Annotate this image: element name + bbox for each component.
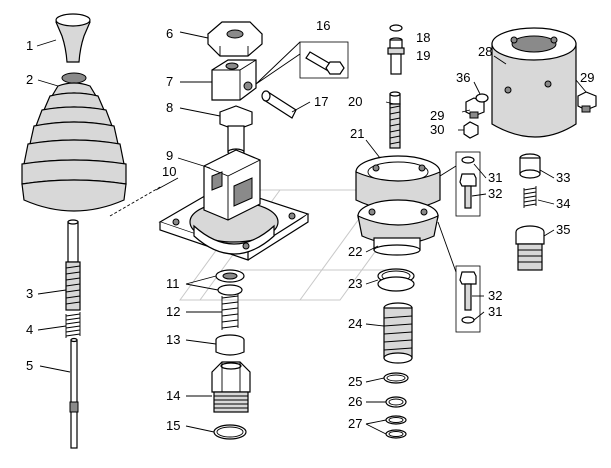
label-33: 33	[556, 170, 570, 185]
part-17-pin	[261, 90, 297, 119]
part-36-ring	[475, 93, 489, 103]
part-24-cartridge	[383, 302, 413, 364]
part-25-ring	[383, 372, 409, 384]
label-25: 25	[348, 374, 362, 389]
label-34: 34	[556, 196, 570, 211]
part-20-threaded-rod	[389, 91, 401, 149]
part-2-boot	[21, 72, 127, 212]
label-31-upper: 31	[488, 170, 502, 185]
label-28: 28	[478, 44, 492, 59]
part-34-spring	[523, 186, 537, 208]
part-30-plug	[463, 121, 479, 139]
label-3: 3	[26, 286, 33, 301]
label-11: 11	[166, 276, 180, 291]
part-16-bolt	[299, 41, 349, 79]
label-20: 20	[348, 94, 362, 109]
label-10: 10	[162, 164, 176, 179]
label-16: 16	[316, 18, 330, 33]
part-35-fitting	[515, 225, 545, 271]
part-14-threaded-body	[211, 361, 251, 413]
part-31-32-bolt-upper	[455, 151, 481, 217]
part-1-knob	[55, 13, 91, 63]
part-28-housing	[491, 27, 577, 138]
part-13-cap	[215, 334, 245, 356]
label-36: 36	[456, 70, 470, 85]
label-27: 27	[348, 416, 362, 431]
part-4-spring	[65, 312, 81, 338]
part-number-labels: 1 2 3 4 5 6 7 8 9 10 11 12 13 14 15 16 1…	[26, 18, 594, 433]
label-22: 22	[348, 244, 362, 259]
part-6-hex-nut	[207, 21, 263, 57]
part-27-rings	[385, 415, 407, 439]
part-10-cable	[109, 185, 163, 217]
label-2: 2	[26, 72, 33, 87]
part-22-stem	[373, 237, 421, 256]
label-21: 21	[350, 126, 364, 141]
part-9-base-plate	[158, 149, 310, 261]
label-31-lower: 31	[488, 304, 502, 319]
label-24: 24	[348, 316, 362, 331]
label-17: 17	[314, 94, 328, 109]
label-1: 1	[26, 38, 33, 53]
label-13: 13	[166, 332, 180, 347]
part-29-plug-a	[465, 97, 485, 119]
part-31-32-bolt-lower	[455, 265, 481, 333]
part-19-plunger	[387, 37, 405, 75]
label-29-left: 29	[430, 108, 444, 123]
part-15-o-ring	[213, 424, 247, 440]
part-7-block	[211, 59, 257, 101]
label-5: 5	[26, 358, 33, 373]
label-15: 15	[166, 418, 180, 433]
label-7: 7	[166, 74, 173, 89]
label-35: 35	[556, 222, 570, 237]
label-26: 26	[348, 394, 362, 409]
part-11-washers	[215, 269, 245, 296]
label-9: 9	[166, 148, 173, 163]
label-23: 23	[348, 276, 362, 291]
part-26-ring	[385, 396, 407, 408]
part-12-spring	[221, 294, 239, 330]
label-18: 18	[416, 30, 430, 45]
part-23-o-ring	[377, 268, 415, 292]
label-14: 14	[166, 388, 180, 403]
label-30: 30	[430, 122, 444, 137]
part-8-stem	[219, 105, 253, 156]
label-32-lower: 32	[488, 288, 502, 303]
part-5-rod	[69, 337, 79, 449]
label-12: 12	[166, 304, 180, 319]
label-4: 4	[26, 322, 33, 337]
part-29-plug-b	[577, 91, 597, 113]
label-8: 8	[166, 100, 173, 115]
label-32-upper: 32	[488, 186, 502, 201]
leader-lines	[36, 31, 587, 435]
part-3-shaft	[65, 219, 81, 311]
part-18-ring	[389, 24, 403, 32]
label-6: 6	[166, 26, 173, 41]
part-33-cap	[519, 153, 541, 179]
label-29-right: 29	[580, 70, 594, 85]
part-21-valve-housing	[355, 155, 441, 245]
label-19: 19	[416, 48, 430, 63]
